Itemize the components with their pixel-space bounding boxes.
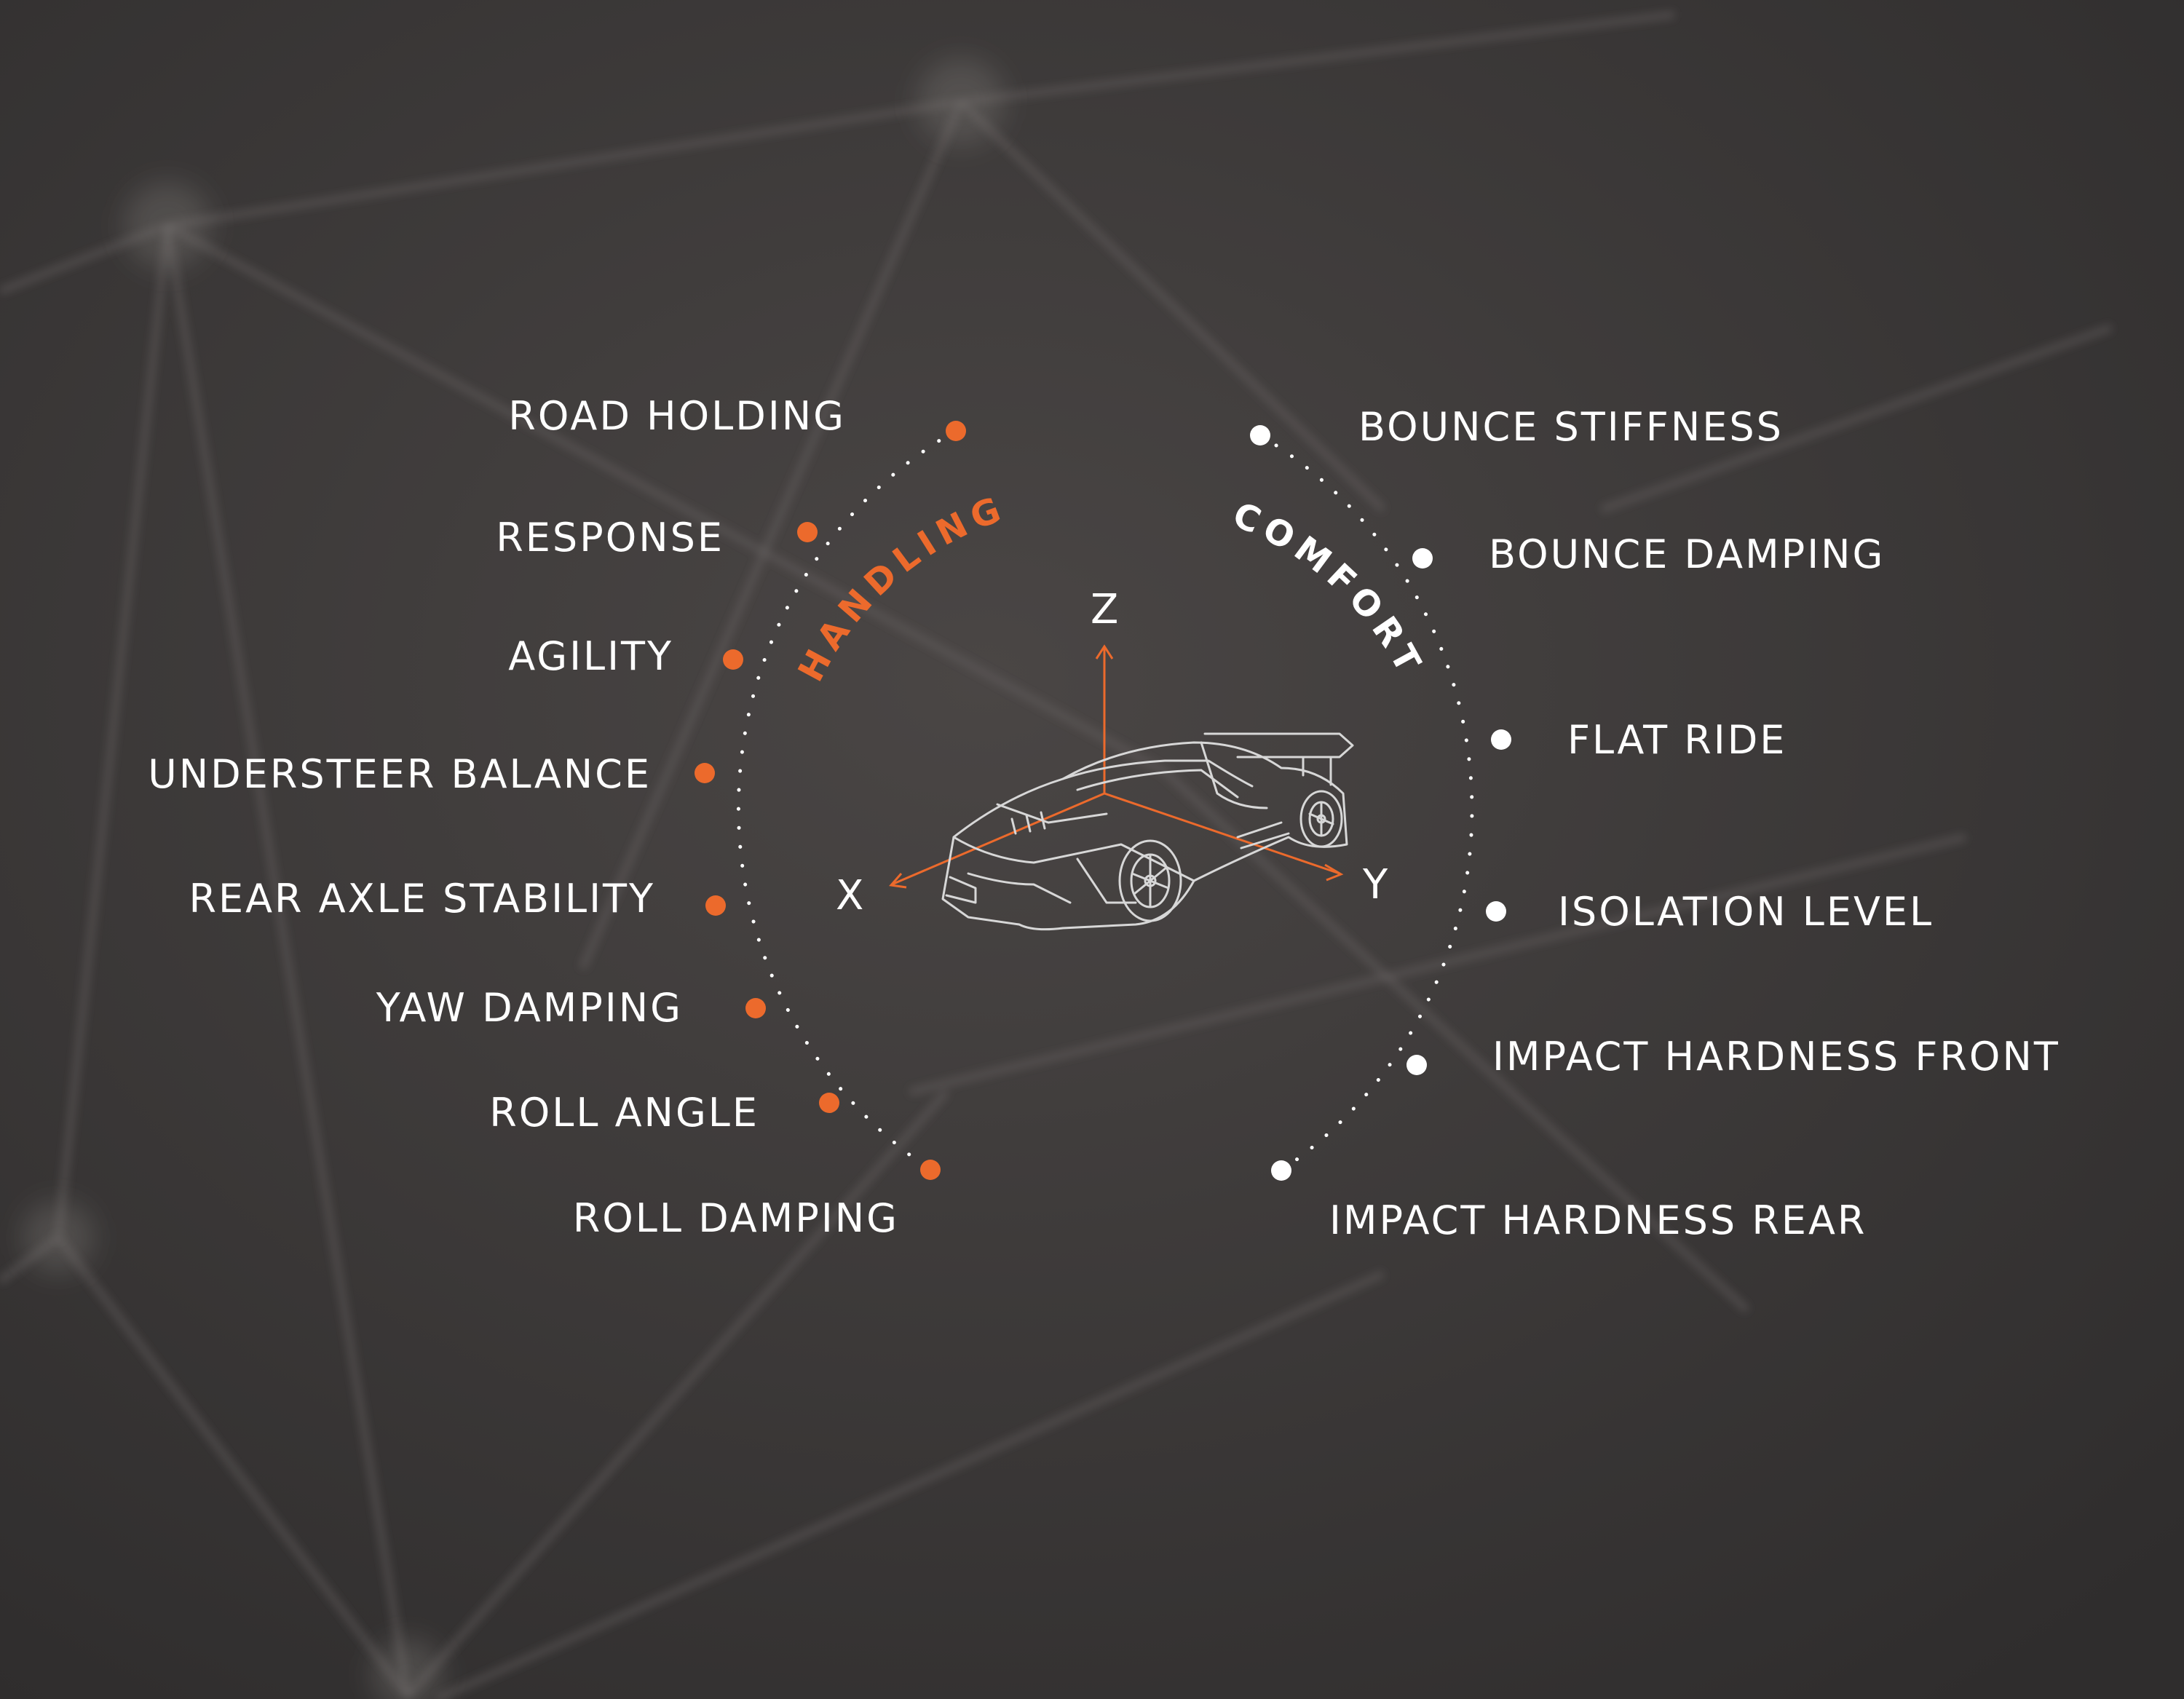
comfort-label-bounce-damping: BOUNCE DAMPING <box>1489 531 1886 577</box>
handling-label-rear-axle-stability: REAR AXLE STABILITY <box>189 876 655 922</box>
comfort-dotted-arc <box>1258 433 1474 1173</box>
comfort-label-impact-hardness-rear: IMPACT HARDNESS REAR <box>1329 1197 1867 1243</box>
car-wireframe-icon <box>941 732 1354 931</box>
comfort-dots <box>1250 425 1511 1181</box>
handling-dot-understeer-balance <box>695 763 715 783</box>
handling-label-understeer-balance: UNDERSTEER BALANCE <box>148 751 652 797</box>
handling-label-roll-angle: ROLL ANGLE <box>489 1090 759 1136</box>
comfort-dot-isolation-level <box>1486 901 1506 922</box>
comfort-label-isolation-level: ISOLATION LEVEL <box>1558 889 1934 935</box>
comfort-dot-bounce-damping <box>1412 548 1433 569</box>
handling-dot-roll-damping <box>920 1160 941 1180</box>
handling-dot-response <box>797 522 818 542</box>
axis-y-label: Y <box>1363 861 1388 908</box>
handling-label-yaw-damping: YAW DAMPING <box>376 985 683 1031</box>
handling-dot-road-holding <box>946 421 966 441</box>
comfort-dot-impact-hardness-rear <box>1271 1160 1291 1181</box>
handling-label-road-holding: ROAD HOLDING <box>508 393 846 439</box>
handling-label-roll-damping: ROLL DAMPING <box>572 1195 899 1241</box>
comfort-title: COMFORT <box>1227 494 1431 684</box>
handling-dot-agility <box>723 649 743 670</box>
handling-label-response: RESPONSE <box>496 515 724 561</box>
coordinate-axes <box>889 644 1344 889</box>
comfort-label-bounce-stiffness: BOUNCE STIFFNESS <box>1358 404 1784 450</box>
comfort-dot-impact-hardness-front <box>1406 1055 1427 1075</box>
comfort-label-flat-ride: FLAT RIDE <box>1567 717 1787 763</box>
handling-dots <box>695 421 966 1180</box>
comfort-dot-bounce-stiffness <box>1250 425 1270 445</box>
handling-dot-yaw-damping <box>745 998 766 1018</box>
handling-dot-roll-angle <box>819 1093 839 1113</box>
comfort-label-impact-hardness-front: IMPACT HARDNESS FRONT <box>1492 1034 2060 1080</box>
comfort-dot-flat-ride <box>1491 729 1511 750</box>
handling-dot-rear-axle-stability <box>705 895 726 916</box>
handling-label-agility: AGILITY <box>508 633 673 679</box>
handling-title: HANDLING <box>791 487 1013 688</box>
axis-x-label: X <box>836 872 864 919</box>
axis-z-label: Z <box>1091 586 1119 633</box>
